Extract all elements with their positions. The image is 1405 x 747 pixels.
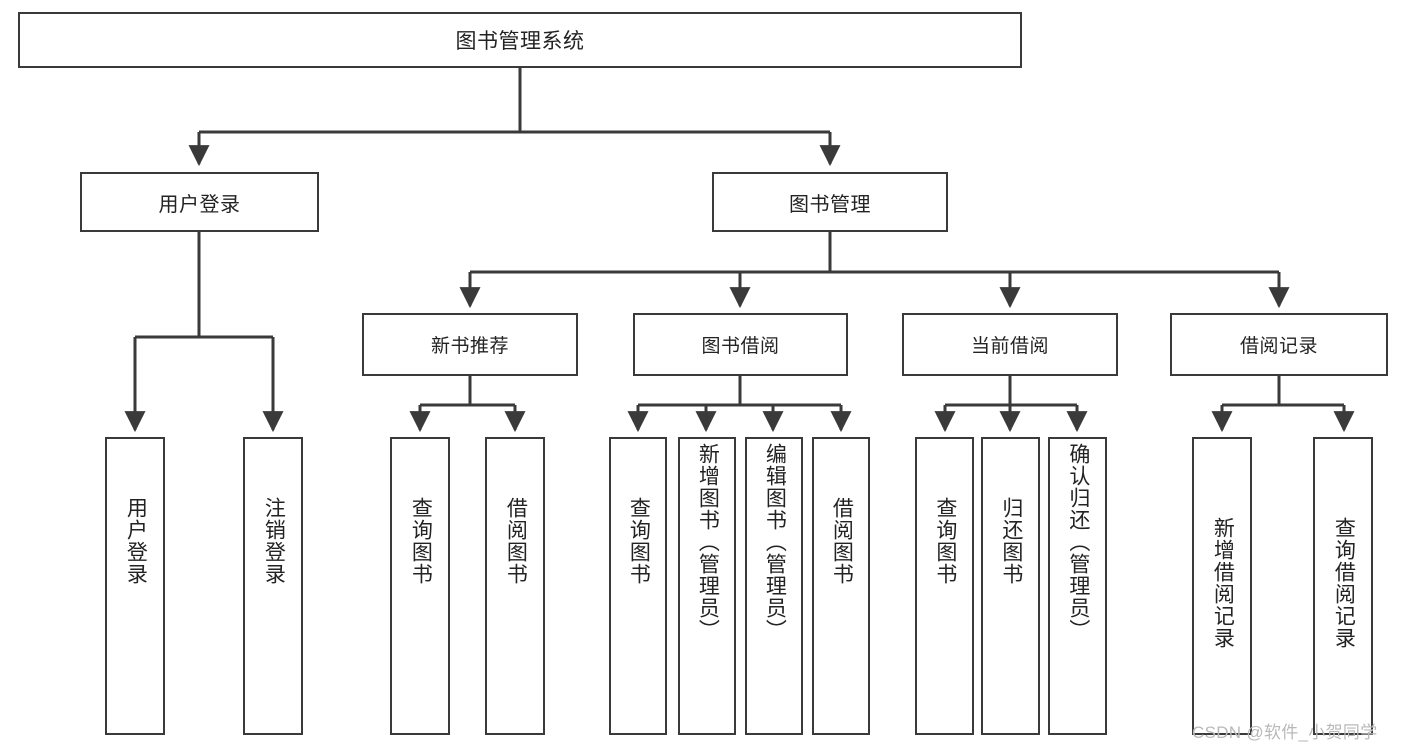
node-label: 用户登录 bbox=[124, 497, 148, 585]
node-label: 借阅图书 bbox=[830, 497, 854, 585]
node-label: 当前借阅 bbox=[970, 336, 1049, 357]
leaf-user-login-login[interactable]: 用户登录 bbox=[105, 437, 165, 735]
node-label: 查询图书 bbox=[409, 497, 433, 585]
node-root-book-management-system[interactable]: 图书管理系统 bbox=[18, 12, 1022, 68]
node-book-management[interactable]: 图书管理 bbox=[712, 172, 948, 232]
leaf-current-return-book[interactable]: 归还图书 bbox=[981, 437, 1040, 735]
leaf-current-query-book[interactable]: 查询图书 bbox=[915, 437, 974, 735]
node-label: 归还图书 bbox=[999, 497, 1023, 585]
node-label: 新书推荐 bbox=[430, 336, 509, 357]
leaf-borrow-borrow-book[interactable]: 借阅图书 bbox=[812, 437, 870, 735]
node-label: 新增图书（管理员） bbox=[696, 443, 720, 641]
csdn-watermark: CSDN @软件_小贺同学 bbox=[1192, 723, 1378, 742]
node-label: 新增借阅记录 bbox=[1211, 517, 1235, 649]
node-label: 查询图书 bbox=[627, 497, 651, 585]
node-label: 查询借阅记录 bbox=[1332, 517, 1356, 649]
leaf-borrow-query-book[interactable]: 查询图书 bbox=[609, 437, 667, 735]
leaf-borrow-edit-book-admin[interactable]: 编辑图书（管理员） bbox=[745, 437, 803, 735]
leaf-user-login-logout[interactable]: 注销登录 bbox=[243, 437, 303, 735]
node-label: 图书借阅 bbox=[701, 336, 780, 357]
leaf-borrow-add-book-admin[interactable]: 新增图书（管理员） bbox=[678, 437, 736, 735]
node-label: 图书管理 bbox=[789, 193, 871, 216]
node-label: 查询图书 bbox=[933, 497, 957, 585]
node-label: 编辑图书（管理员） bbox=[763, 443, 787, 641]
node-label: 图书管理系统 bbox=[455, 30, 585, 53]
node-label: 借阅图书 bbox=[504, 497, 528, 585]
node-current-borrow[interactable]: 当前借阅 bbox=[902, 313, 1118, 376]
node-label: 确认归还（管理员） bbox=[1066, 443, 1090, 641]
node-label: 借阅记录 bbox=[1239, 336, 1318, 357]
leaf-recommend-borrow-book[interactable]: 借阅图书 bbox=[485, 437, 545, 735]
node-book-borrow[interactable]: 图书借阅 bbox=[633, 313, 848, 376]
node-new-book-recommend[interactable]: 新书推荐 bbox=[362, 313, 578, 376]
node-user-login[interactable]: 用户登录 bbox=[80, 172, 319, 232]
leaf-current-confirm-return-admin[interactable]: 确认归还（管理员） bbox=[1048, 437, 1107, 735]
leaf-recommend-query-book[interactable]: 查询图书 bbox=[390, 437, 450, 735]
node-borrow-record[interactable]: 借阅记录 bbox=[1170, 313, 1388, 376]
leaf-record-query-borrow-record[interactable]: 查询借阅记录 bbox=[1313, 437, 1373, 735]
node-label: 用户登录 bbox=[158, 193, 241, 216]
leaf-record-add-borrow-record[interactable]: 新增借阅记录 bbox=[1192, 437, 1252, 735]
node-label: 注销登录 bbox=[262, 497, 286, 585]
